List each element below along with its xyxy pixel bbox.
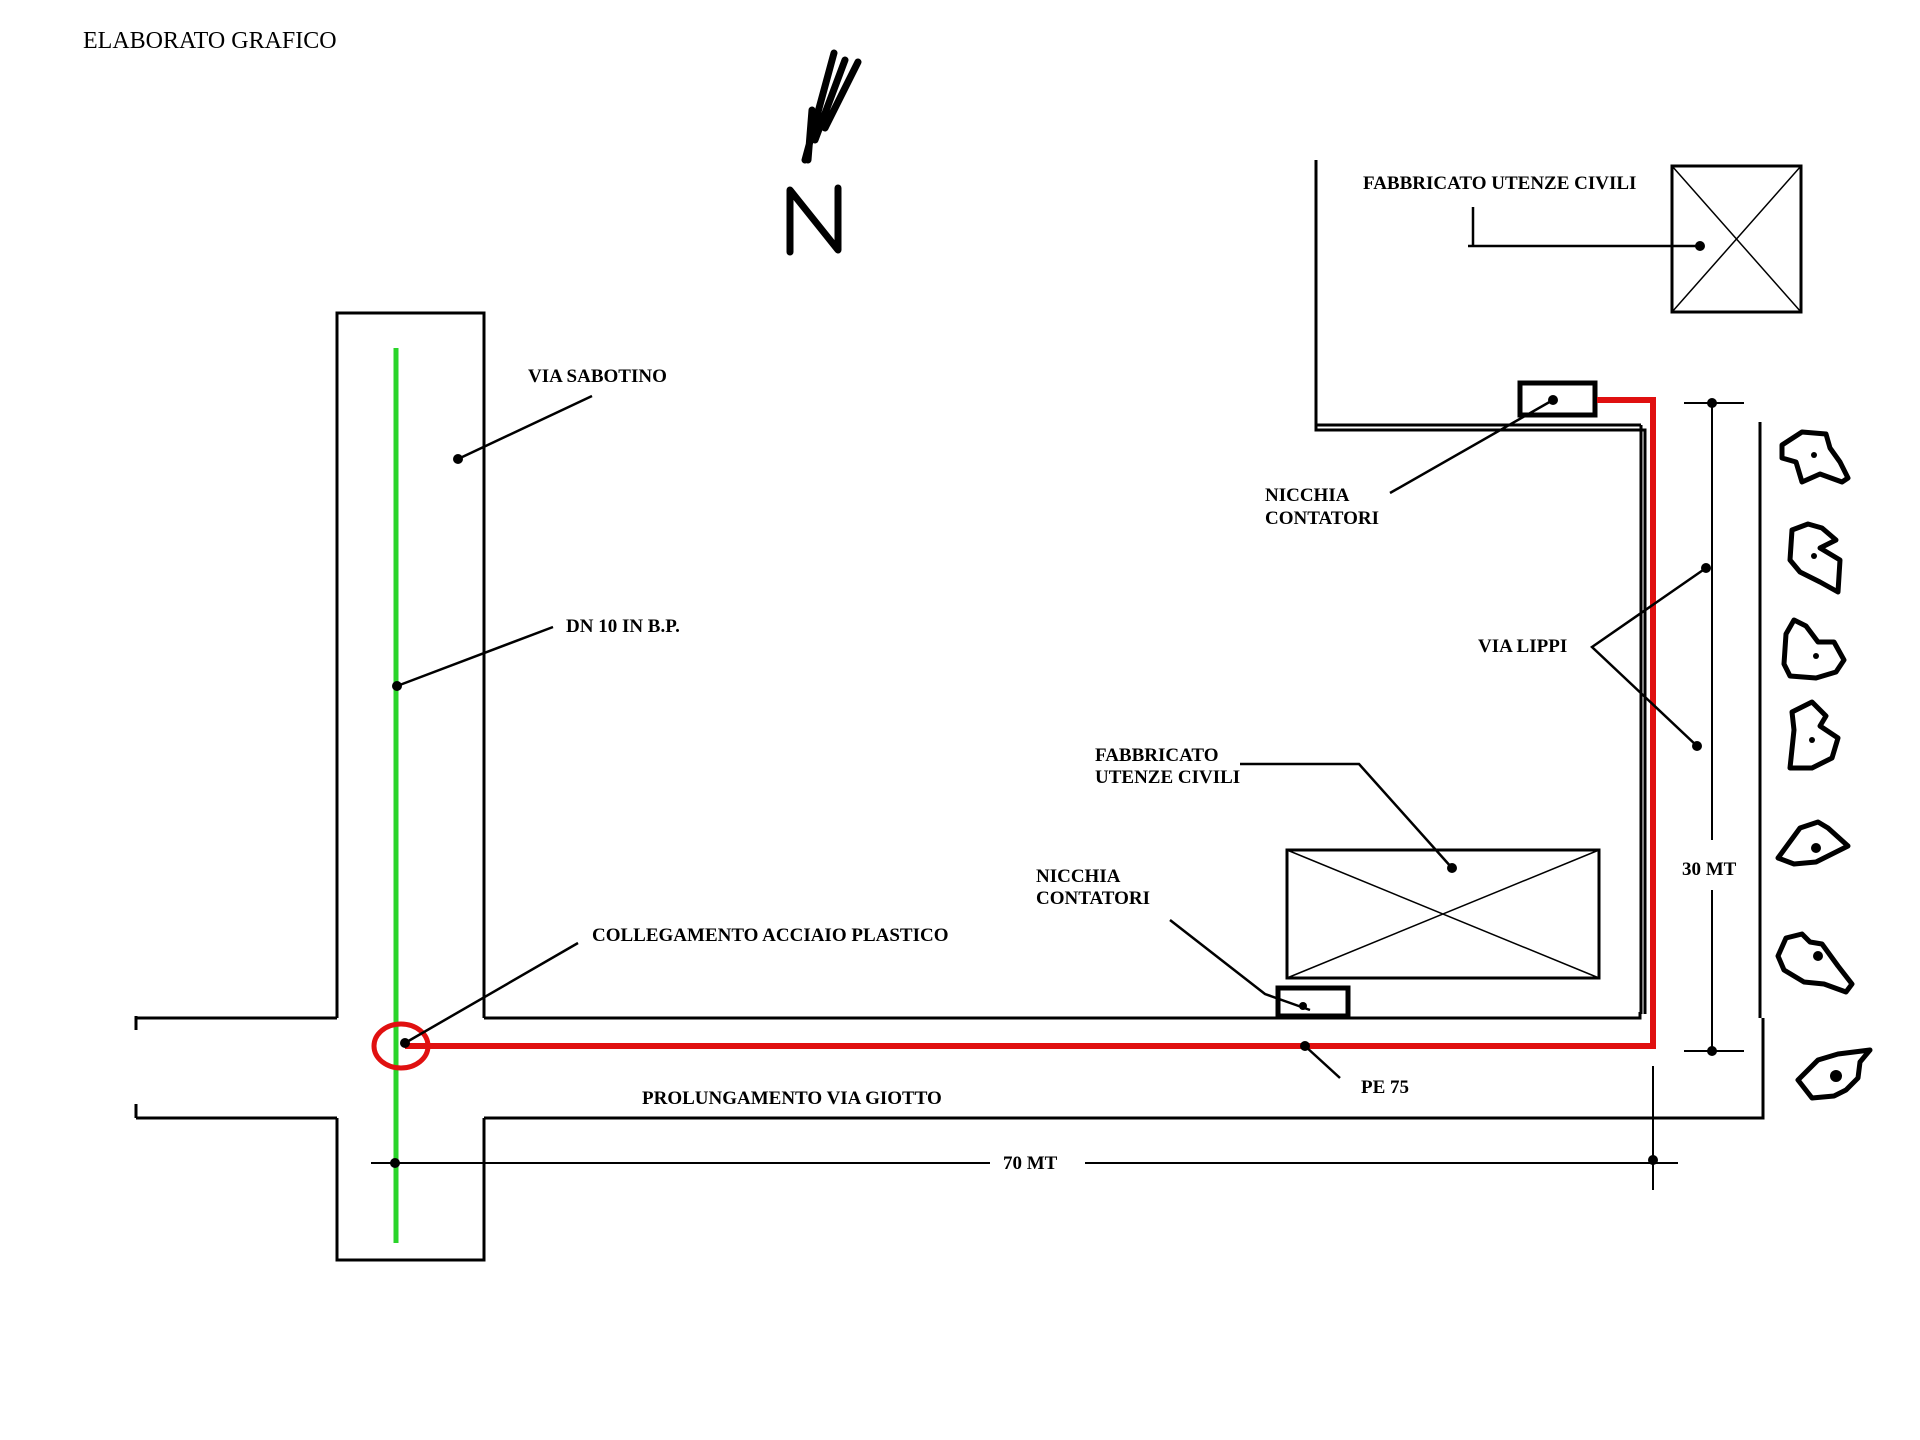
trees [1775,429,1873,1101]
road-via-sabotino [335,311,486,1262]
connection-circle [371,1021,431,1071]
pe-pipe-75 [405,397,1656,1049]
label-pe75: PE 75 [1361,1077,1409,1098]
road-via-lippi [1314,160,1762,1018]
label-nicchia-top-2: CONTATORI [1265,508,1379,529]
tree-marks [1809,452,1842,1082]
tree-icon [1795,1047,1873,1101]
tree-icon [1781,617,1847,681]
tree-icon [1779,429,1851,485]
label-via-lippi: VIA LIPPI [1478,636,1567,657]
road-via-giotto [134,1012,1765,1120]
label-fabbricato-top: FABBRICATO UTENZE CIVILI [1363,173,1636,194]
north-arrow-icon: N [0,0,862,256]
building-middle [1285,848,1601,980]
label-dim-70: 70 MT [1003,1153,1058,1174]
tree-icon [1775,931,1855,995]
label-nicchia-bot-1: NICCHIA [1036,866,1121,887]
label-fabbricato-mid-1: FABBRICATO [1095,745,1219,766]
meter-niche-top [1517,380,1598,418]
label-via-giotto: PROLUNGAMENTO VIA GIOTTO [642,1088,942,1109]
label-nicchia-bot-2: CONTATORI [1036,888,1150,909]
dimension-line-70 [371,1066,1678,1190]
drawing-title: ELABORATO GRAFICO [83,28,337,54]
label-dn10: DN 10 IN B.P. [566,616,680,637]
building-top [1670,164,1803,314]
leader-lines [396,207,1707,1079]
north-letter: N [0,0,1,1]
label-via-sabotino: VIA SABOTINO [528,366,667,387]
label-nicchia-top-1: NICCHIA [1265,485,1350,506]
dimension-line-30 [1684,402,1744,1052]
label-collegamento: COLLEGAMENTO ACCIAIO PLASTICO [592,925,949,946]
label-dim-30: 30 MT [1682,859,1737,880]
label-fabbricato-mid-2: UTENZE CIVILI [1095,767,1240,788]
tree-icon [1787,699,1841,771]
tree-icon [1787,521,1843,595]
tree-icon [1775,819,1851,867]
